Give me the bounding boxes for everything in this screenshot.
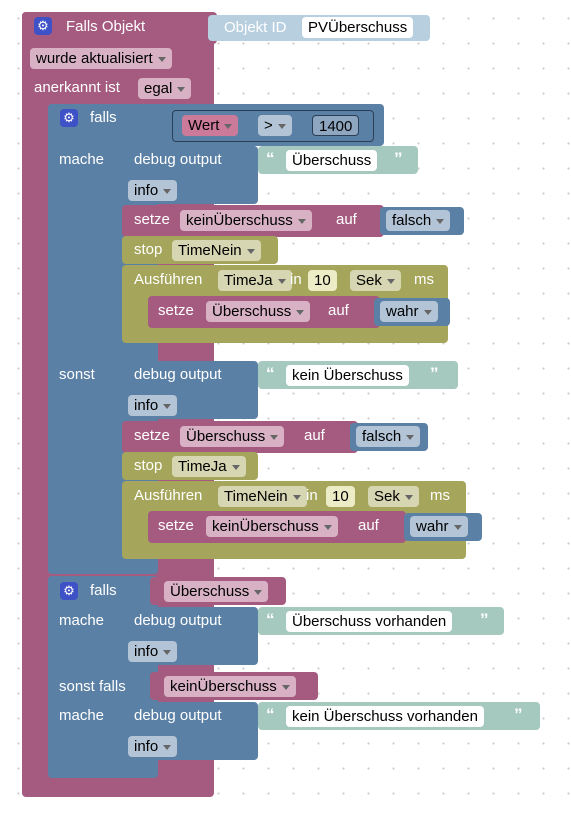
cond-var-dropdown[interactable]: Überschuss [164,581,269,602]
debug-label: debug output [134,151,222,168]
debug-text-field[interactable]: Überschuss vorhanden [286,611,453,632]
inner-var-dropdown[interactable]: Überschuss [206,301,311,322]
debug-text-field[interactable]: Überschuss [286,150,378,171]
auf-label: auf [336,211,357,228]
quote-close-icon: ” [514,705,523,724]
inner-var-dropdown[interactable]: keinÜberschuss [206,516,338,537]
debug-text-field[interactable]: kein Überschuss [286,365,409,386]
inner-setze-label: setze [158,302,194,319]
setze-label: setze [134,211,170,228]
if2-falls-label: falls [90,582,117,599]
inner-setze-label: setze [158,517,194,534]
exec-var-dropdown[interactable]: TimeNein [218,486,307,507]
trigger-dropdown[interactable]: wurde aktualisiert [30,48,172,69]
bool-dropdown[interactable]: falsch [356,426,421,447]
auf-label: auf [304,427,325,444]
inner-auf-label: auf [358,517,379,534]
event-block-header-ext [22,12,217,44]
if2-mache-label: mache [59,612,105,629]
debug-level-dropdown[interactable]: info [128,736,178,757]
object-id-field[interactable]: PVÜberschuss [302,17,414,38]
setze-var-dropdown[interactable]: Überschuss [180,426,285,447]
gear-icon[interactable]: ⚙ [60,582,78,600]
debug-label: debug output [134,612,222,629]
debug-level-dropdown[interactable]: info [128,641,178,662]
quote-open-icon: “ [266,149,275,168]
bool-dropdown[interactable]: wahr [380,301,438,322]
setze-label: setze [134,427,170,444]
if1-sonst-label: sonst [59,366,95,383]
gear-icon[interactable]: ⚙ [60,109,78,127]
in-label: in [306,487,318,504]
quote-open-icon: “ [266,705,275,724]
exec-unit-dropdown[interactable]: Sek [350,270,401,291]
cond2-var-dropdown[interactable]: keinÜberschuss [164,676,296,697]
exec-label: Ausführen [134,271,203,288]
compare-right-number[interactable]: 1400 [312,115,360,136]
compare-left-dropdown[interactable]: Wert [182,115,239,136]
exec-var-dropdown[interactable]: TimeJa [218,270,292,291]
ack-label: anerkannt ist [34,79,120,96]
bool-dropdown[interactable]: falsch [386,210,451,231]
setze-var-dropdown[interactable]: keinÜberschuss [180,210,312,231]
exec-label: Ausführen [134,487,203,504]
stop-label: stop [134,241,163,258]
stop-label: stop [134,457,163,474]
exec-number[interactable]: 10 [326,486,355,507]
exec-unit-dropdown[interactable]: Sek [368,486,419,507]
quote-open-icon: “ [266,610,275,629]
event-title: Falls Objekt [66,18,146,35]
compare-op-dropdown[interactable]: > [258,115,292,136]
bool-dropdown[interactable]: wahr [410,516,468,537]
stop-var-dropdown[interactable]: TimeNein [172,240,261,261]
debug-text-field[interactable]: kein Überschuss vorhanden [286,706,484,727]
quote-open-icon: “ [266,364,275,383]
object-id-label: Objekt ID [224,19,287,36]
in-label: in [290,271,302,288]
debug-level-dropdown[interactable]: info [128,180,178,201]
gear-icon[interactable]: ⚙ [34,17,52,35]
if1-falls-label: falls [90,109,117,126]
quote-close-icon: ” [394,149,403,168]
if1-mache-label: mache [59,151,105,168]
if2-mache2-label: mache [59,707,105,724]
if2-sonstfalls-label: sonst falls [59,678,126,695]
ack-dropdown[interactable]: egal [138,78,192,99]
quote-close-icon: ” [430,364,439,383]
debug-label: debug output [134,366,222,383]
ms-label: ms [414,271,434,288]
exec-number[interactable]: 10 [308,270,337,291]
quote-close-icon: ” [480,610,489,629]
debug-label: debug output [134,707,222,724]
debug-level-dropdown[interactable]: info [128,395,178,416]
ms-label: ms [430,487,450,504]
stop-var-dropdown[interactable]: TimeJa [172,456,246,477]
inner-auf-label: auf [328,302,349,319]
